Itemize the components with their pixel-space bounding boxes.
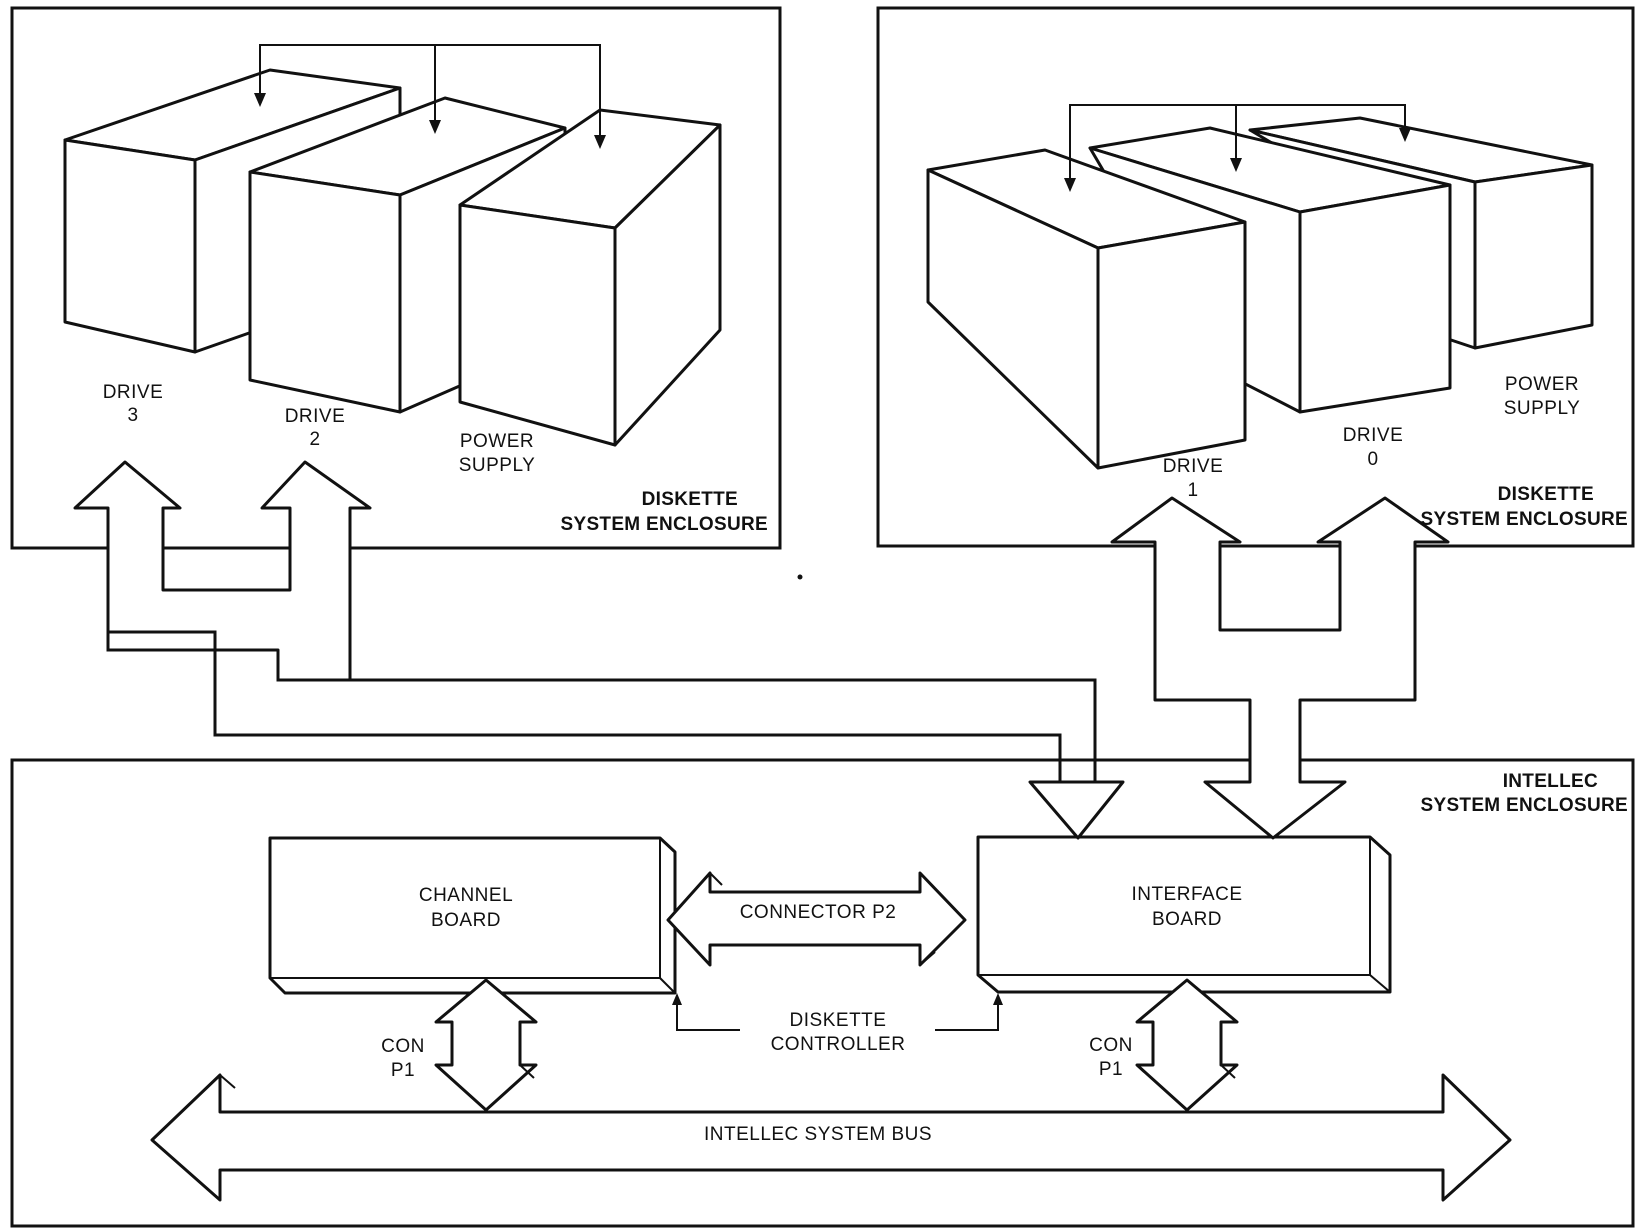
svg-text:DISKETTE: DISKETTE <box>790 1010 887 1031</box>
drive-0-number: 0 <box>1367 449 1378 470</box>
left-supply-label: SUPPLY <box>459 455 536 476</box>
drive-1-unit <box>926 148 1247 470</box>
svg-text:INTELLEC: INTELLEC <box>1503 771 1598 792</box>
intellec-system-bus-arrow: INTELLEC SYSTEM BUS <box>150 1073 1512 1202</box>
intellec-enclosure-frame <box>10 758 1635 1228</box>
left-drive-cables <box>73 460 1125 840</box>
con-p1-left-label-2: P1 <box>391 1060 415 1081</box>
left-enclosure-title-2: SYSTEM ENCLOSURE <box>561 514 769 535</box>
svg-text:CON: CON <box>381 1036 425 1057</box>
diskette-controller-label-2: CONTROLLER <box>771 1034 906 1055</box>
drive-2-number: 2 <box>309 429 320 450</box>
svg-text:SYSTEM ENCLOSURE: SYSTEM ENCLOSURE <box>1421 795 1629 816</box>
con-p1-right-label-1: CON <box>1089 1035 1133 1056</box>
interface-board-label-1: INTERFACE <box>1131 884 1242 905</box>
drive-1-number: 1 <box>1187 480 1198 501</box>
svg-text:0: 0 <box>1367 449 1378 470</box>
interface-board: INTERFACE BOARD <box>976 835 1392 994</box>
drive-1-label: DRIVE <box>1163 456 1224 477</box>
left-power-label: POWER <box>460 431 534 452</box>
left-enclosure-frame <box>10 6 782 550</box>
interface-board-label-2: BOARD <box>1152 909 1222 930</box>
left-power-supply-unit <box>458 108 722 447</box>
svg-text:BOARD: BOARD <box>1152 909 1222 930</box>
channel-board: CHANNEL BOARD <box>268 836 677 995</box>
intellec-enclosure: INTELLEC SYSTEM ENCLOSURE CHANNEL BOARD … <box>10 758 1635 1228</box>
drive-0-label: DRIVE <box>1343 425 1404 446</box>
svg-text:SYSTEM ENCLOSURE: SYSTEM ENCLOSURE <box>561 514 769 535</box>
right-enclosure-frame <box>876 6 1635 548</box>
connector-p2-arrow: CONNECTOR P2 <box>666 871 967 967</box>
diskette-controller-bracket: DISKETTE CONTROLLER <box>672 993 1003 1055</box>
svg-text:BOARD: BOARD <box>431 910 501 931</box>
svg-text:P1: P1 <box>1099 1059 1123 1080</box>
right-supply-label: SUPPLY <box>1504 398 1581 419</box>
svg-text:CONNECTOR P2: CONNECTOR P2 <box>740 902 897 923</box>
intellec-title-1: INTELLEC <box>1503 771 1598 792</box>
svg-text:2: 2 <box>309 429 320 450</box>
svg-text:SUPPLY: SUPPLY <box>459 455 536 476</box>
svg-text:DRIVE: DRIVE <box>103 382 164 403</box>
svg-text:CONTROLLER: CONTROLLER <box>771 1034 906 1055</box>
svg-text:SUPPLY: SUPPLY <box>1504 398 1581 419</box>
drive-2-label: DRIVE <box>285 406 346 427</box>
channel-board-label-2: BOARD <box>431 910 501 931</box>
diskette-controller-label-1: DISKETTE <box>790 1010 887 1031</box>
right-drive-cables <box>1110 496 1450 840</box>
con-p1-right-arrow: CON P1 <box>1089 978 1239 1112</box>
svg-text:P1: P1 <box>391 1060 415 1081</box>
con-p1-left-arrow: CON P1 <box>381 978 538 1112</box>
drive-3-label: DRIVE <box>103 382 164 403</box>
svg-text:CHANNEL: CHANNEL <box>419 885 513 906</box>
svg-text:3: 3 <box>127 405 138 426</box>
con-p1-left-label-1: CON <box>381 1036 425 1057</box>
connector-p2-label: CONNECTOR P2 <box>740 902 897 923</box>
left-diskette-enclosure: DRIVE 3 DRIVE 2 POWER SUPPLY DISKETTE SY… <box>10 6 782 550</box>
right-enclosure-title-1: DISKETTE <box>1498 484 1594 505</box>
svg-text:CON: CON <box>1089 1035 1133 1056</box>
right-diskette-enclosure: DRIVE 1 DRIVE 0 POWER SUPPLY DISKETTE SY… <box>876 6 1635 548</box>
intellec-system-bus-label: INTELLEC SYSTEM BUS <box>704 1124 932 1145</box>
svg-text:1: 1 <box>1187 480 1198 501</box>
scan-dot <box>797 574 803 580</box>
left-enclosure-title-1: DISKETTE <box>642 489 738 510</box>
drive-3-number: 3 <box>127 405 138 426</box>
svg-text:POWER: POWER <box>1505 374 1579 395</box>
svg-text:DISKETTE: DISKETTE <box>642 489 738 510</box>
right-power-distribution-lines <box>1064 104 1411 192</box>
con-p1-right-label-2: P1 <box>1099 1059 1123 1080</box>
svg-text:SYSTEM ENCLOSURE: SYSTEM ENCLOSURE <box>1421 509 1629 530</box>
svg-text:DRIVE: DRIVE <box>1343 425 1404 446</box>
channel-board-label-1: CHANNEL <box>419 885 513 906</box>
svg-text:INTELLEC SYSTEM BUS: INTELLEC SYSTEM BUS <box>704 1124 932 1145</box>
svg-text:DRIVE: DRIVE <box>285 406 346 427</box>
left-power-distribution-lines <box>254 44 606 149</box>
svg-text:DISKETTE: DISKETTE <box>1498 484 1594 505</box>
right-power-label: POWER <box>1505 374 1579 395</box>
right-enclosure-title-2: SYSTEM ENCLOSURE <box>1421 509 1629 530</box>
intellec-title-2: SYSTEM ENCLOSURE <box>1421 795 1629 816</box>
svg-text:INTERFACE: INTERFACE <box>1131 884 1242 905</box>
svg-text:POWER: POWER <box>460 431 534 452</box>
svg-text:DRIVE: DRIVE <box>1163 456 1224 477</box>
